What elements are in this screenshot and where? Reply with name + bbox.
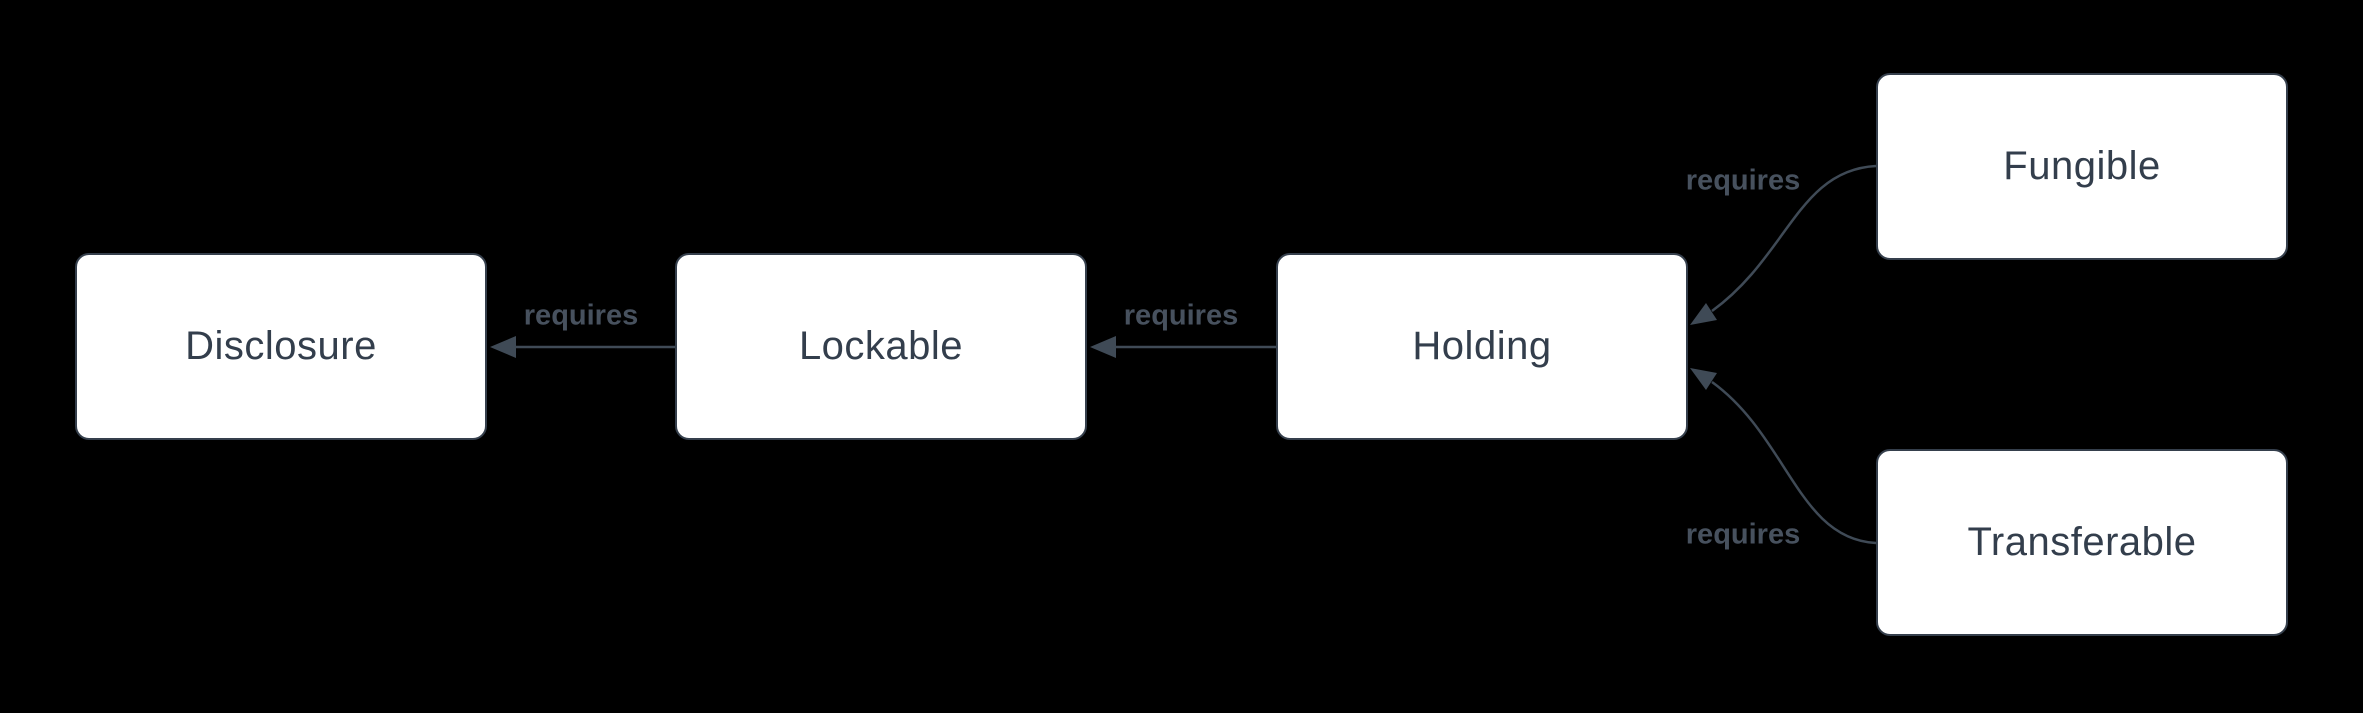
arrowhead-icon xyxy=(490,336,516,358)
node-lockable-label: Lockable xyxy=(798,324,964,368)
edge-label-holding-lockable: requires xyxy=(1123,299,1239,332)
edge-label-lockable-disclosure: requires xyxy=(523,299,639,332)
edge-label-fungible-holding: requires xyxy=(1685,164,1801,197)
node-lockable: Lockable xyxy=(675,253,1087,440)
node-holding-label: Holding xyxy=(1412,324,1552,368)
node-transferable-label: Transferable xyxy=(1967,520,2197,564)
edge-fungible-holding xyxy=(1711,164,1877,313)
node-disclosure-label: Disclosure xyxy=(185,324,377,368)
node-fungible-label: Fungible xyxy=(2003,144,2161,188)
edge-label-transferable-holding: requires xyxy=(1685,518,1801,551)
arrowhead-icon xyxy=(1690,368,1717,390)
edge-transferable-holding xyxy=(1711,380,1877,545)
node-holding: Holding xyxy=(1276,253,1688,440)
node-transferable: Transferable xyxy=(1876,449,2288,636)
arrowhead-icon xyxy=(1690,303,1717,325)
node-fungible: Fungible xyxy=(1876,73,2288,260)
arrowhead-icon xyxy=(1090,336,1116,358)
node-disclosure: Disclosure xyxy=(75,253,487,440)
